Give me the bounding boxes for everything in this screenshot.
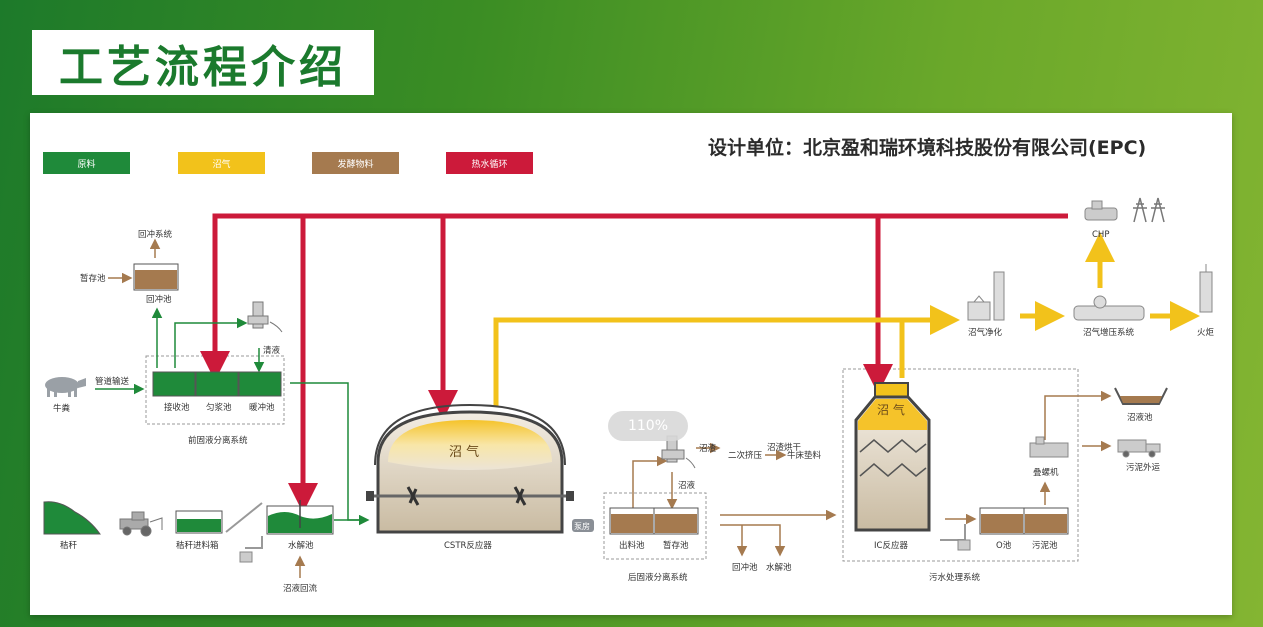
label-shuijiechi: 水解池 <box>288 540 314 551</box>
label-zhaozha: 沼渣 <box>699 443 717 454</box>
label-nuanchongchi: 暖冲池 <box>249 402 275 413</box>
label-cow-manure: 牛粪 <box>53 403 71 414</box>
separator-icon <box>247 301 283 333</box>
label-zhaoye-huiliu: 沼液回流 <box>283 583 318 594</box>
zoom-indicator: 110% <box>608 411 688 441</box>
front-tanks <box>152 371 282 397</box>
label-screw-press: 叠螺机 <box>1033 467 1059 478</box>
pump-badge <box>572 519 594 532</box>
legend-biogas: 沼气 <box>178 152 265 174</box>
label-zancunchi-top: 暂存池 <box>80 273 106 284</box>
label-cattle-bedding: 牛床垫料 <box>787 450 822 461</box>
front-separation-box <box>145 355 285 425</box>
label-cstr: CSTR反应器 <box>444 540 492 551</box>
label-pipe-transport: 管道输送 <box>95 376 130 387</box>
label-jieshouchi: 接收池 <box>164 402 190 413</box>
ic-reactor <box>854 382 971 551</box>
title-box: 工艺流程介绍 <box>32 30 374 95</box>
booster-icon <box>1073 295 1145 321</box>
label-o-pool: O池 <box>996 540 1012 551</box>
label-purify: 沼气净化 <box>968 327 1003 338</box>
label-second-squeeze: 二次挤压 <box>728 450 763 461</box>
label-back-separation: 后固液分离系统 <box>628 572 688 583</box>
label-wastewater-system: 污水处理系统 <box>929 572 981 583</box>
zhaoye-tank <box>1114 387 1168 405</box>
label-zhaoyechi: 沼液池 <box>1127 412 1153 423</box>
designer-text: 设计单位：北京盈和瑞环境科技股份有限公司(EPC) <box>708 137 1147 159</box>
hot-water-lines <box>200 213 1068 513</box>
conveyor <box>225 502 263 533</box>
raw-material-lines <box>95 307 370 526</box>
label-booster: 沼气增压系统 <box>1083 327 1135 338</box>
label-pump: 泵房 <box>574 521 590 531</box>
label-straw: 秸秆 <box>60 540 78 551</box>
power-tower-icon <box>1133 197 1165 223</box>
label-qingye: 清液 <box>263 345 281 356</box>
label-front-separation: 前固液分离系统 <box>188 435 248 446</box>
torch-icon <box>1199 264 1213 313</box>
label-zancunchi: 暂存池 <box>663 540 689 551</box>
label-shuijiechi-bottom: 水解池 <box>766 562 792 573</box>
label-straw-feed-box: 秸秆进料箱 <box>176 540 219 551</box>
label-huichong-system: 回冲系统 <box>138 229 173 240</box>
label-ic-reactor: IC反应器 <box>874 540 908 551</box>
tractor-icon <box>119 511 163 537</box>
legend-raw-material: 原料 <box>43 152 130 174</box>
label-biogas-dome: 沼 气 <box>449 444 479 460</box>
cstr-reactor <box>366 403 574 534</box>
legend-hot-water: 热水循环 <box>446 152 533 174</box>
straw-icon <box>43 501 101 535</box>
huichong-tank <box>133 263 179 291</box>
truck-icon <box>1117 439 1161 458</box>
page-title: 工艺流程介绍 <box>59 41 347 93</box>
straw-feed-box <box>175 510 223 534</box>
label-huichongchi-top: 回冲池 <box>146 294 172 305</box>
label-zhaozha-dry: 沼渣烘干 <box>767 442 802 453</box>
label-biogas-ic: 沼 气 <box>877 402 905 417</box>
label-yunjiangchi: 匀浆池 <box>206 402 232 413</box>
label-sludge-pool: 污泥池 <box>1032 540 1058 551</box>
label-zhaoye: 沼液 <box>678 480 696 491</box>
legend-fermentation: 发酵物料 <box>312 152 399 174</box>
hydrolysis-tank <box>239 500 334 563</box>
biogas-lines <box>493 232 1200 406</box>
chp-icon <box>1084 200 1118 221</box>
back-tanks <box>609 507 699 535</box>
wastewater-box <box>842 368 1079 562</box>
label-sludge-out: 污泥外运 <box>1126 462 1161 473</box>
back-separation-box <box>603 492 707 560</box>
wastewater-tanks <box>979 507 1069 535</box>
screw-press-icon <box>1029 436 1069 458</box>
fermentation-lines <box>108 238 1112 578</box>
label-torch: 火炬 <box>1197 327 1215 338</box>
label-chp: CHP <box>1092 230 1109 240</box>
cow-icon <box>45 377 86 397</box>
purify-icon <box>967 271 1005 321</box>
label-chuliaochi: 出料池 <box>619 540 645 551</box>
label-huichongchi-bottom: 回冲池 <box>732 562 758 573</box>
diagram-labels: 回冲系统 暂存池 回冲池 清液 管道输送 牛粪 接收池 匀浆池 暖冲池 前固液分… <box>53 229 1215 594</box>
